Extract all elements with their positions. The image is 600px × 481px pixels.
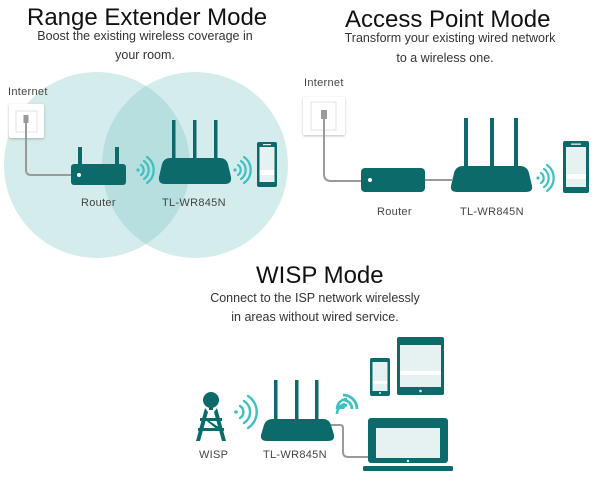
tl-wr845n-label: TL-WR845N [460, 206, 524, 218]
access-point-diagram [303, 97, 589, 193]
wisp-subtitle-line2: in areas without wired service. [231, 310, 399, 324]
internet-label: Internet [8, 86, 48, 98]
tablet-icon [397, 337, 444, 395]
router-icon [71, 147, 126, 185]
tl-wr845n-router-icon [260, 380, 335, 441]
wall-socket-icon [9, 104, 44, 138]
wisp-title: WISP Mode [256, 262, 384, 289]
ethernet-cable [323, 118, 362, 182]
range-extender-subtitle-line2: your room. [115, 48, 175, 62]
smartphone-icon [563, 141, 589, 193]
ethernet-cable [25, 123, 72, 176]
tl-wr845n-router-icon [158, 120, 232, 184]
range-extender-diagram [4, 72, 288, 258]
range-extender-subtitle-line1: Boost the existing wireless coverage in [37, 29, 253, 43]
wisp-subtitle-line1: Connect to the ISP network wirelessly [210, 291, 420, 305]
smartphone-icon [257, 142, 277, 187]
wifi-signal-icon-waves [341, 393, 359, 410]
access-point-subtitle-line2: to a wireless one. [396, 51, 494, 65]
router-label: Router [81, 197, 116, 209]
access-point-subtitle-line1: Transform your existing wired network [344, 31, 556, 45]
access-point-title: Access Point Mode [345, 6, 551, 33]
wifi-signal-icon [536, 163, 555, 193]
wifi-signal-icon [136, 155, 155, 185]
tl-wr845n-label: TL-WR845N [162, 197, 226, 209]
internet-label: Internet [304, 77, 344, 89]
router-label: Router [377, 206, 412, 218]
tl-wr845n-router-icon [450, 118, 533, 192]
wisp-tower-icon [196, 392, 226, 441]
wisp-diagram [196, 337, 453, 471]
range-extender-title: Range Extender Mode [27, 4, 268, 31]
router-icon [361, 168, 425, 192]
smartphone-icon [370, 358, 390, 396]
wifi-signal-icon [234, 394, 258, 430]
ethernet-cable [331, 424, 369, 458]
tl-wr845n-label: TL-WR845N [263, 449, 327, 461]
wisp-label: WISP [199, 449, 229, 461]
wifi-signal-icon [233, 155, 252, 185]
coverage-overlap [102, 72, 190, 258]
laptop-icon [363, 418, 453, 471]
